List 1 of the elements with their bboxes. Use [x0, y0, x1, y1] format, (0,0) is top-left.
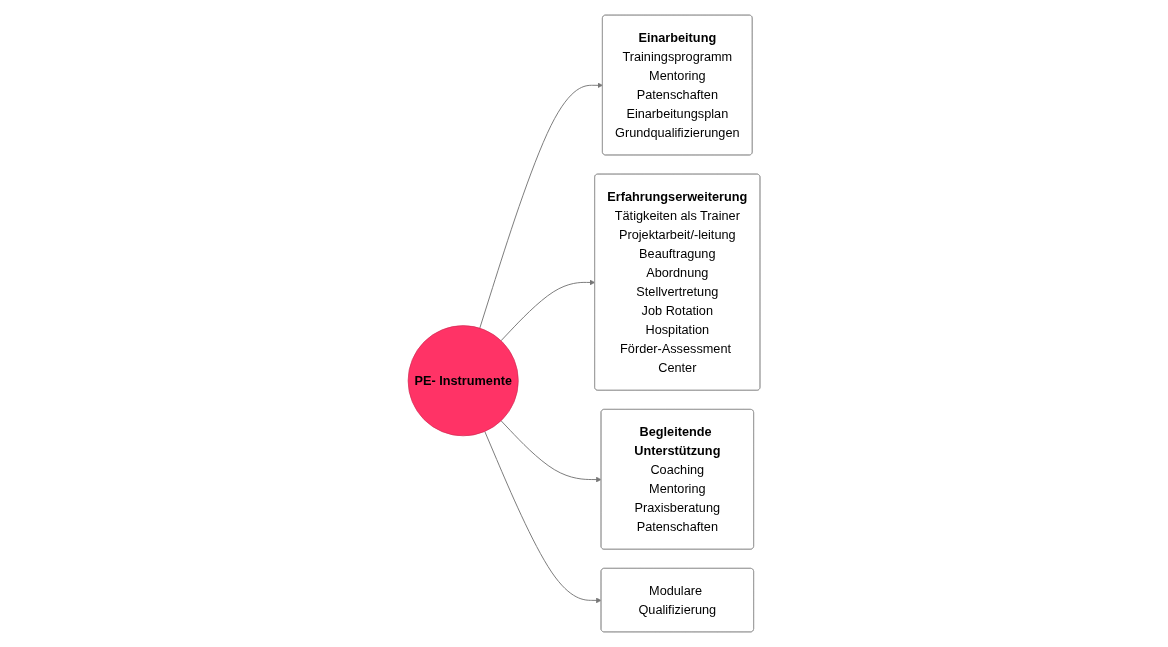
node-circle: PE- Instrumente	[407, 325, 519, 437]
